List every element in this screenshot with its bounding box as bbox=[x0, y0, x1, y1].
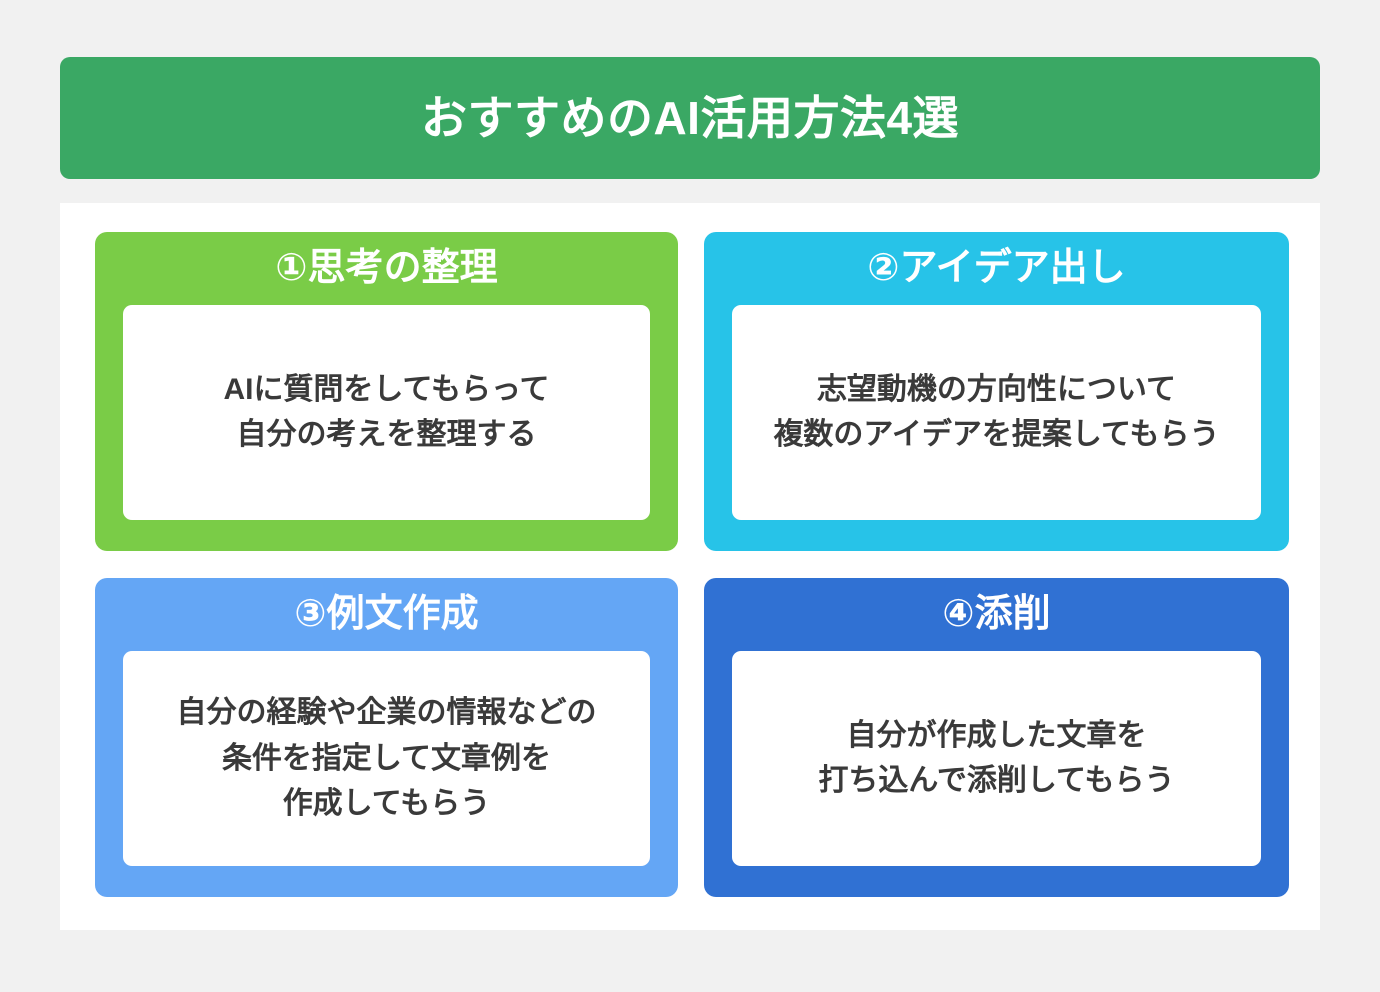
card-body-3: 自分の経験や企業の情報などの 条件を指定して文章例を 作成してもらう bbox=[123, 650, 650, 866]
card-title-1: ①思考の整理 bbox=[275, 247, 498, 289]
card-body-text-2: 志望動機の方向性について 複数のアイデアを提案してもらう bbox=[773, 372, 1220, 452]
card-title-3: ③例文作成 bbox=[294, 593, 479, 635]
card-body-4: 自分が作成した文章を 打ち込んで添削してもらう bbox=[732, 650, 1261, 866]
header-banner: おすすめのAI活用方法4選 bbox=[60, 57, 1320, 179]
card-proofreading: ④添削 自分が作成した文章を 打ち込んで添削してもらう bbox=[704, 578, 1289, 897]
card-body-text-3: 自分の経験や企業の情報などの 条件を指定して文章例を 作成してもらう bbox=[176, 696, 597, 821]
card-body-1: AIに質問をしてもらって 自分の考えを整理する bbox=[123, 304, 650, 520]
card-body-text-4: 自分が作成した文章を 打ち込んで添削してもらう bbox=[818, 718, 1175, 798]
page-title: おすすめのAI活用方法4選 bbox=[420, 92, 960, 144]
card-idea-generation: ②アイデア出し 志望動機の方向性について 複数のアイデアを提案してもらう bbox=[704, 232, 1289, 551]
cards-grid: ①思考の整理 AIに質問をしてもらって 自分の考えを整理する ②アイデア出し 志… bbox=[95, 232, 1289, 897]
card-title-4: ④添削 bbox=[942, 593, 1051, 635]
card-body-text-1: AIに質問をしてもらって 自分の考えを整理する bbox=[223, 372, 550, 452]
card-example-writing: ③例文作成 自分の経験や企業の情報などの 条件を指定して文章例を 作成してもらう bbox=[95, 578, 678, 897]
card-body-2: 志望動機の方向性について 複数のアイデアを提案してもらう bbox=[732, 304, 1261, 520]
cards-panel: ①思考の整理 AIに質問をしてもらって 自分の考えを整理する ②アイデア出し 志… bbox=[60, 203, 1320, 930]
card-title-2: ②アイデア出し bbox=[867, 247, 1126, 289]
card-thinking-organization: ①思考の整理 AIに質問をしてもらって 自分の考えを整理する bbox=[95, 232, 678, 551]
